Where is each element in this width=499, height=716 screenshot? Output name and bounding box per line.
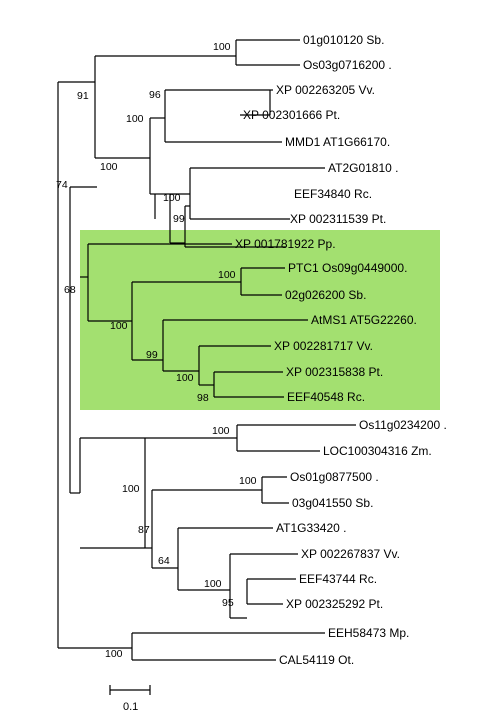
bootstrap-value: 95 [222, 597, 234, 609]
leaf-label: 02g026200 Sb. [285, 288, 366, 302]
bootstrap-value: 68 [64, 284, 76, 296]
bootstrap-value: 100 [213, 41, 231, 53]
leaf-label: XP 002315838 Pt. [286, 365, 383, 379]
bootstrap-value: 100 [176, 372, 194, 384]
bootstrap-value: 99 [173, 213, 185, 225]
leaf-label: MMD1 AT1G66170. [285, 135, 390, 149]
leaf-label: EEF43744 Rc. [299, 572, 377, 586]
bootstrap-value: 96 [149, 89, 161, 101]
bootstrap-value: 64 [158, 555, 170, 567]
leaf-label: Os03g0716200 . [303, 58, 392, 72]
bootstrap-value: 87 [138, 524, 150, 536]
scale-bar-label: 0.1 [123, 701, 138, 713]
bootstrap-value: 100 [105, 648, 123, 660]
bootstrap-value: 100 [218, 269, 236, 281]
bootstrap-values: 100 96 100 91 100 99 100 74 100 68 100 9… [56, 41, 257, 660]
leaf-label: LOC100304316 Zm. [323, 444, 432, 458]
leaf-label: XP 002301666 Pt. [243, 108, 340, 122]
bootstrap-value: 100 [239, 475, 257, 487]
leaf-label: EEF34840 Rc. [294, 187, 372, 201]
leaf-label: AT1G33420 . [276, 521, 347, 535]
bootstrap-value: 100 [126, 113, 144, 125]
leaf-label: EEH58473 Mp. [328, 626, 409, 640]
bootstrap-value: 98 [197, 392, 209, 404]
leaf-label: XP 002311539 Pt. [290, 212, 386, 226]
bootstrap-value: 100 [204, 578, 222, 590]
leaf-label: Os01g0877500 . [290, 470, 379, 484]
bootstrap-value: 74 [56, 179, 68, 191]
leaf-label: PTC1 Os09g0449000. [288, 261, 407, 275]
leaf-label: 03g041550 Sb. [292, 496, 373, 510]
bootstrap-value: 100 [100, 161, 118, 173]
leaf-label: XP 001781922 Pp. [235, 237, 336, 251]
leaf-label: CAL54119 Ot. [279, 653, 354, 667]
leaf-labels: 01g010120 Sb. Os03g0716200 . XP 00226320… [235, 33, 447, 667]
bootstrap-value: 100 [110, 320, 128, 332]
bootstrap-value: 100 [122, 483, 140, 495]
leaf-label: XP 002281717 Vv. [274, 339, 373, 353]
leaf-label: XP 002325292 Pt. [286, 597, 383, 611]
leaf-label: Os11g0234200 . [359, 418, 447, 432]
leaf-label: 01g010120 Sb. [303, 33, 384, 47]
leaf-label: AtMS1 AT5G22260. [311, 313, 417, 327]
scale-bar: 0.1 [109, 685, 151, 713]
leaf-label: XP 002263205 Vv. [276, 83, 375, 97]
tree-branches [57, 39, 356, 661]
bootstrap-value: 100 [163, 192, 181, 204]
leaf-label: XP 002267837 Vv. [301, 547, 400, 561]
bootstrap-value: 91 [77, 90, 89, 102]
bootstrap-value: 99 [146, 349, 158, 361]
leaf-label: AT2G01810 . [328, 161, 399, 175]
bootstrap-value: 100 [212, 425, 230, 437]
leaf-label: EEF40548 Rc. [287, 390, 365, 404]
